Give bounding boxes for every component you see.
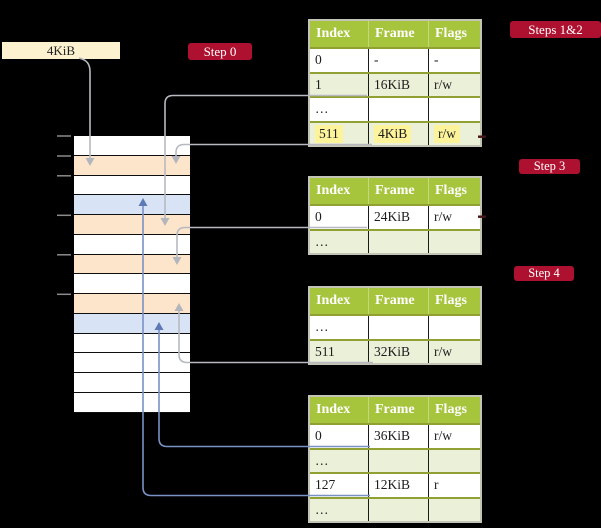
memory-row-blue bbox=[74, 313, 190, 334]
memory-row-white bbox=[74, 136, 190, 156]
table-cell: … bbox=[315, 101, 329, 117]
table-header-cell: Frame bbox=[368, 178, 428, 204]
memory-row-white bbox=[74, 392, 190, 413]
table-header-cell: Flags bbox=[428, 21, 480, 47]
table-cell bbox=[428, 498, 480, 521]
table-cell: 4KiB bbox=[368, 122, 428, 145]
table-header-cell: Index bbox=[316, 183, 351, 198]
memory-row-white bbox=[74, 274, 190, 294]
table-header-cell: Flags bbox=[428, 397, 480, 423]
table-header-cell: Frame bbox=[368, 397, 428, 423]
badge-step-3: Step 3 bbox=[519, 159, 580, 174]
frame-size-box: 4KiB bbox=[2, 42, 120, 59]
table-header-cell: Index bbox=[316, 293, 351, 308]
table-cell: 16KiB bbox=[368, 73, 428, 96]
table-cell bbox=[368, 449, 428, 472]
table-cell: r/w bbox=[428, 340, 480, 363]
memory-row-white bbox=[74, 175, 190, 196]
table-row: … bbox=[310, 96, 480, 121]
table-cell: r/w bbox=[428, 206, 480, 229]
table-header-cell: Frame bbox=[368, 288, 428, 314]
table-row: 511 4KiB r/w bbox=[310, 120, 480, 146]
table-cell bbox=[368, 316, 428, 339]
highlighted-value: 4KiB bbox=[374, 124, 412, 143]
table-cell: … bbox=[315, 319, 329, 335]
memory-row-orange bbox=[74, 254, 190, 275]
table-cell: … bbox=[315, 501, 329, 517]
physical-memory-column bbox=[74, 136, 190, 413]
table-cell: 511 bbox=[315, 343, 335, 359]
memory-row-white bbox=[74, 234, 190, 255]
table-cell: 24KiB bbox=[368, 206, 428, 229]
table-cell: … bbox=[315, 233, 329, 249]
badge-step-4: Step 4 bbox=[514, 266, 574, 281]
highlighted-value: r/w bbox=[434, 124, 460, 143]
table-cell bbox=[428, 449, 480, 472]
badge-steps-1-2: Steps 1&2 bbox=[510, 21, 601, 38]
table-cell: r bbox=[428, 474, 480, 497]
table-row: 0 -- bbox=[310, 47, 480, 72]
table-cell: 36KiB bbox=[368, 425, 428, 448]
table-cell: 127 bbox=[315, 477, 336, 493]
table-cell: 1 bbox=[315, 76, 322, 92]
table-cell bbox=[428, 230, 480, 253]
table-row: … bbox=[310, 228, 480, 253]
badge-step-0: Step 0 bbox=[188, 43, 252, 60]
table-header-cell: Flags bbox=[428, 178, 480, 204]
table-cell: - bbox=[368, 49, 428, 72]
memory-row-orange bbox=[74, 215, 190, 235]
table-row: … bbox=[310, 314, 480, 339]
table-cell bbox=[428, 98, 480, 121]
memory-row-white bbox=[74, 353, 190, 373]
table-cell bbox=[368, 230, 428, 253]
table-cell: r/w bbox=[428, 122, 480, 145]
memory-row-orange bbox=[74, 155, 190, 176]
table-cell: 0 bbox=[315, 209, 322, 225]
table-row: … bbox=[310, 496, 480, 521]
table-cell: … bbox=[315, 452, 329, 468]
table-header-cell: Frame bbox=[368, 21, 428, 47]
table-cell bbox=[368, 498, 428, 521]
table-header-cell: Index bbox=[316, 26, 351, 41]
table-cell: 0 bbox=[315, 52, 322, 68]
table-cell bbox=[368, 98, 428, 121]
table-header-cell: Flags bbox=[428, 288, 480, 314]
table-cell: r/w bbox=[428, 73, 480, 96]
table-cell: 0 bbox=[315, 428, 322, 444]
table-cell: - bbox=[428, 49, 480, 72]
memory-row-orange bbox=[74, 294, 190, 314]
table-cell: 511 bbox=[310, 123, 368, 146]
memory-row-white bbox=[74, 333, 190, 354]
highlighted-value: 511 bbox=[315, 124, 343, 143]
table-cell: 32KiB bbox=[368, 340, 428, 363]
memory-row-blue bbox=[74, 195, 190, 215]
table-cell: 12KiB bbox=[368, 474, 428, 497]
memory-row-white bbox=[74, 373, 190, 393]
table-cell: r/w bbox=[428, 425, 480, 448]
table-row: … bbox=[310, 447, 480, 472]
table-cell bbox=[428, 316, 480, 339]
memory-tick-marks bbox=[57, 135, 71, 296]
table-header-cell: Index bbox=[316, 402, 351, 417]
